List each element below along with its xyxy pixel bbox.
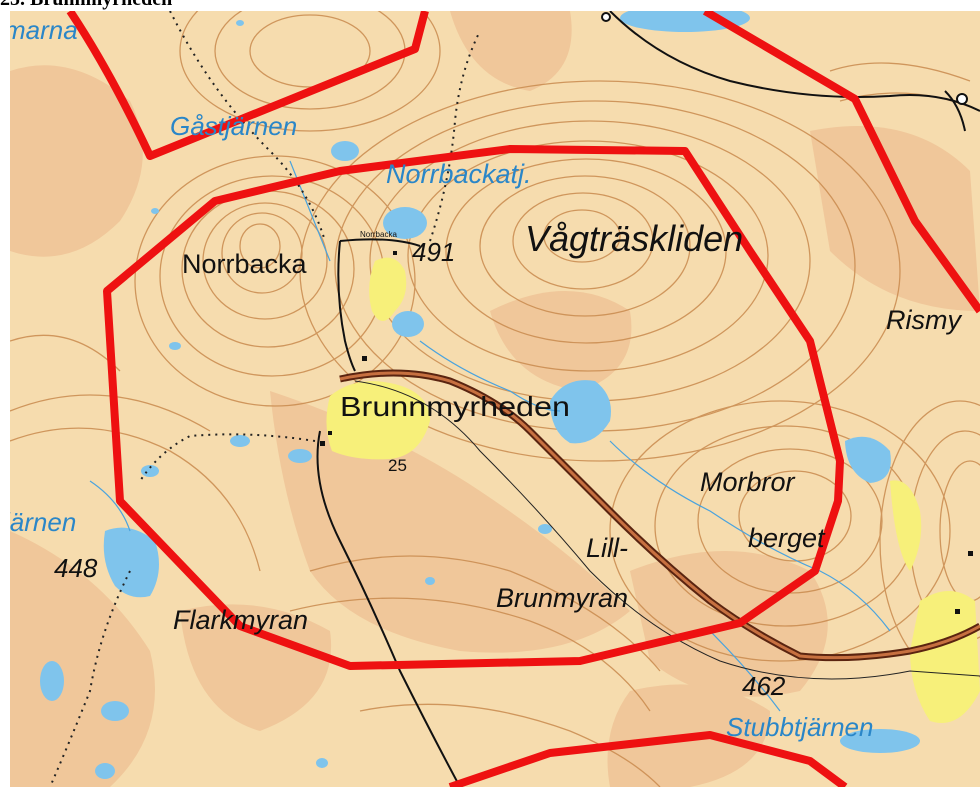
label-flarkmyran: Flarkmyran: [173, 605, 308, 635]
label-vagtraskliden: Vågträskliden: [525, 218, 743, 259]
label-height-448: 448: [54, 553, 98, 583]
map-labels: marna Gåstjärnen Norrbackatj. Norrbacka …: [10, 15, 962, 742]
topographic-map[interactable]: marna Gåstjärnen Norrbackatj. Norrbacka …: [10, 11, 980, 787]
main-road-center: [339, 371, 980, 660]
buildings: [320, 251, 973, 614]
label-stubbtjarnen: Stubbtjärnen: [726, 712, 873, 742]
contour-lines: [10, 11, 980, 787]
label-height-491: 491: [412, 237, 455, 267]
title-bar: 25. Brunnmyrheden: [0, 0, 980, 11]
label-gastjarnen: Gåstjärnen: [170, 111, 297, 141]
label-norrbacka: Norrbacka: [182, 249, 308, 279]
label-brunnmyrheden: Brunnmyrheden: [340, 391, 570, 422]
trails: [49, 11, 481, 787]
label-norrbacka-small: Norrbacka: [360, 230, 397, 239]
streams: [89, 160, 891, 712]
label-lill: Lill-: [586, 533, 628, 563]
label-marna: marna: [10, 15, 78, 45]
power-poles: [601, 12, 968, 105]
label-brunmyran: Brunmyran: [496, 583, 628, 613]
label-rismy: Rismy: [886, 305, 962, 335]
label-number-25: 25: [388, 456, 407, 475]
minor-roads: [316, 11, 980, 787]
boundary-bottom: [448, 731, 848, 787]
settlement-areas: [326, 257, 980, 723]
label-norrbackatj: Norrbackatj.: [386, 159, 532, 189]
label-jarnen: järnen: [10, 507, 76, 537]
boundary-top-left: [66, 11, 429, 160]
page-title: 25. Brunnmyrheden: [0, 0, 172, 9]
boundary-top-right: [702, 11, 980, 314]
label-height-462: 462: [742, 671, 786, 701]
label-morbror: Morbror: [700, 467, 796, 497]
label-berget: berget: [748, 523, 826, 553]
power-line: [354, 380, 980, 680]
boundary-main-circle: [103, 145, 844, 670]
boundary-lines: [66, 11, 980, 787]
